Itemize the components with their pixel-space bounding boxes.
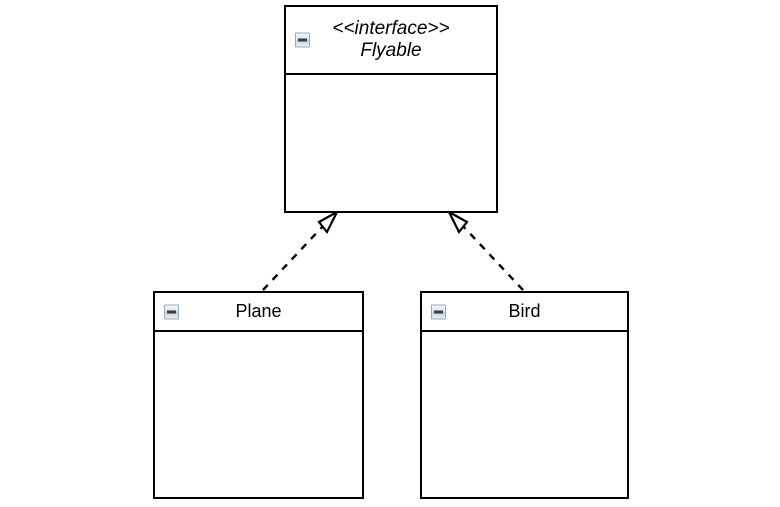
class-plane-header: Plane <box>155 293 362 332</box>
interface-name: Flyable <box>360 40 422 61</box>
uml-class-plane[interactable]: Plane <box>153 291 364 499</box>
realization-plane-to-flyable[interactable] <box>262 209 340 291</box>
hollow-triangle-arrowhead-bird <box>446 209 469 235</box>
hollow-triangle-arrowhead-plane <box>317 209 340 235</box>
minus-bar <box>434 310 443 313</box>
uml-class-bird[interactable]: Bird <box>420 291 629 499</box>
realization-line-bird <box>460 223 524 291</box>
class-name: Plane <box>235 300 282 321</box>
interface-stereotype: <<interface>> <box>332 17 450 39</box>
realization-bird-to-flyable[interactable] <box>446 209 524 291</box>
minus-bar <box>298 38 307 42</box>
interface-flyable-title: <<interface>> Flyable <box>328 18 453 63</box>
class-bird-title: Bird <box>504 301 544 322</box>
collapse-minus-icon[interactable] <box>295 32 310 48</box>
class-plane-members <box>155 332 362 497</box>
class-name: Bird <box>508 300 541 321</box>
class-bird-members <box>422 332 627 497</box>
realization-line-plane <box>262 223 326 291</box>
interface-flyable-members <box>286 75 496 211</box>
minus-bar <box>167 310 176 313</box>
collapse-minus-icon[interactable] <box>164 304 179 319</box>
uml-interface-flyable[interactable]: <<interface>> Flyable <box>284 5 498 213</box>
collapse-minus-icon[interactable] <box>431 304 446 319</box>
class-bird-header: Bird <box>422 293 627 332</box>
interface-flyable-header: <<interface>> Flyable <box>286 7 496 75</box>
class-plane-title: Plane <box>231 301 285 322</box>
